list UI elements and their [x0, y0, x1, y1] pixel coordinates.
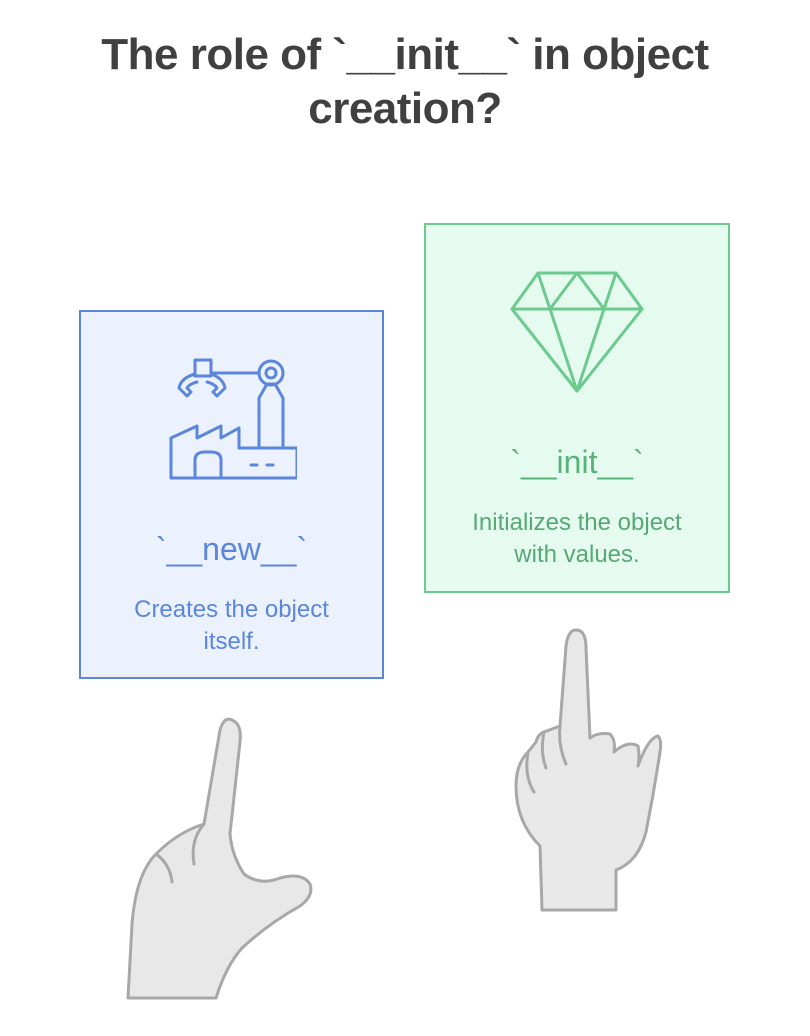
init-method-card: `__init__` Initializes the object with v…	[424, 223, 730, 593]
factory-robot-arm-icon	[169, 358, 297, 480]
init-method-description-line-2: with values.	[514, 541, 640, 568]
init-method-description: Initializes the object with values.	[426, 507, 728, 571]
title-line-2: creation?	[308, 84, 502, 133]
pointing-hand-icon	[126, 717, 313, 1000]
diamond-icon	[510, 271, 644, 393]
init-method-description-line-1: Initializes the object	[472, 509, 682, 536]
new-method-description-line-2: itself.	[203, 628, 260, 655]
new-method-heading: `__new__`	[155, 531, 308, 567]
new-method-description: Creates the object itself.	[81, 594, 382, 658]
new-method-card: `__new__` Creates the object itself.	[79, 310, 384, 679]
page-title: The role of `__init__` in object creatio…	[0, 28, 810, 136]
pointing-hand-icon	[514, 628, 663, 912]
new-method-description-line-1: Creates the object	[134, 596, 329, 623]
init-method-heading: `__init__`	[510, 444, 644, 480]
title-line-1: The role of `__init__` in object	[101, 30, 709, 79]
